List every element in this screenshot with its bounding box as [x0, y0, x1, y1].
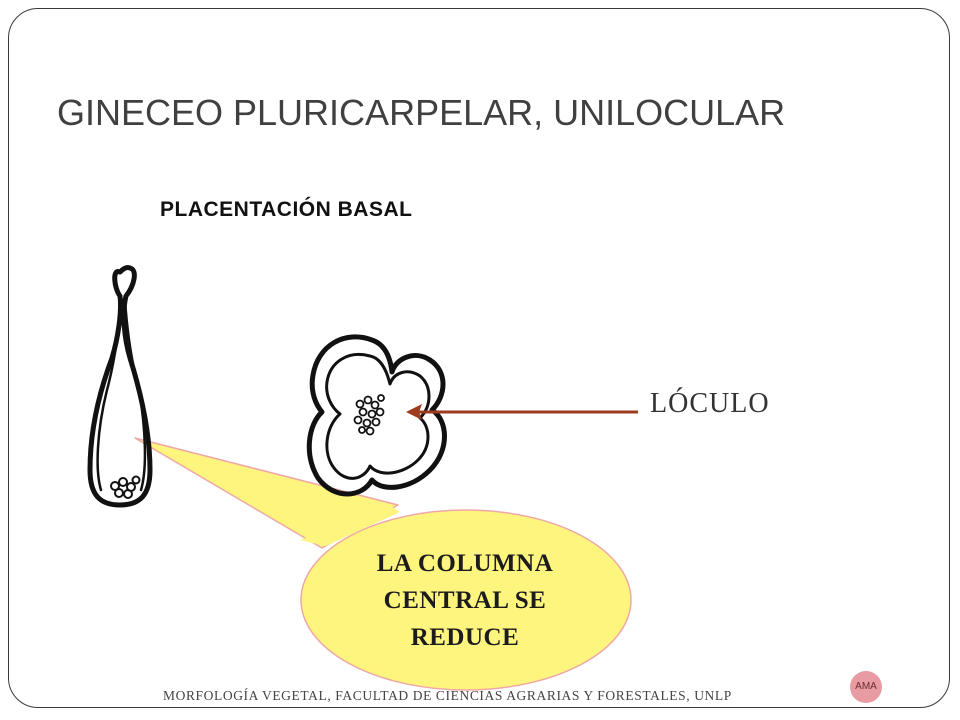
callout-text: LA COLUMNA CENTRAL SE REDUCE — [376, 550, 554, 651]
subtitle: PLACENTACIÓN BASAL — [160, 198, 413, 221]
ovary-cross-section-drawing — [306, 334, 447, 497]
callout-bubble — [134, 437, 632, 691]
central-ovules — [353, 394, 385, 436]
footer: MORFOLOGÍA VEGETAL, FACULTAD DE CIENCIAS… — [163, 688, 732, 703]
pistil-longitudinal-drawing — [87, 265, 153, 508]
arrow-left-icon — [406, 404, 638, 420]
slide-frame — [8, 8, 950, 708]
ama-logo: AMA — [850, 671, 882, 703]
page-title: GINECEO PLURICARPELAR, UNILOCULAR — [57, 92, 786, 133]
basal-ovules — [110, 475, 141, 499]
locule-label: LÓCULO — [650, 388, 770, 419]
